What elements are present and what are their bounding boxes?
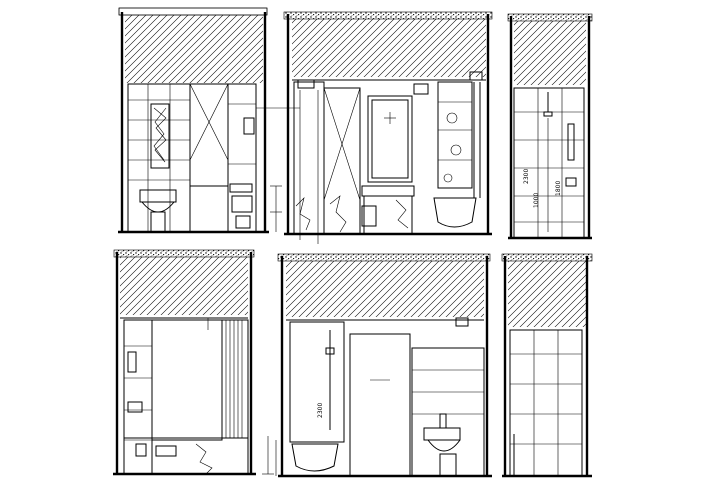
elevation-6 bbox=[501, 253, 593, 478]
dim-label: 2300 bbox=[317, 403, 324, 418]
dim-label: 1800 bbox=[555, 181, 562, 196]
elevation-4 bbox=[113, 249, 274, 476]
dim-label: 1000 bbox=[533, 193, 540, 208]
elevation-3: 2300 1000 1800 bbox=[507, 13, 593, 240]
elevation-2 bbox=[283, 11, 493, 244]
elevation-1 bbox=[118, 7, 300, 234]
elevation-5: 2300 bbox=[275, 253, 492, 478]
dim-label: 2300 bbox=[523, 169, 530, 184]
